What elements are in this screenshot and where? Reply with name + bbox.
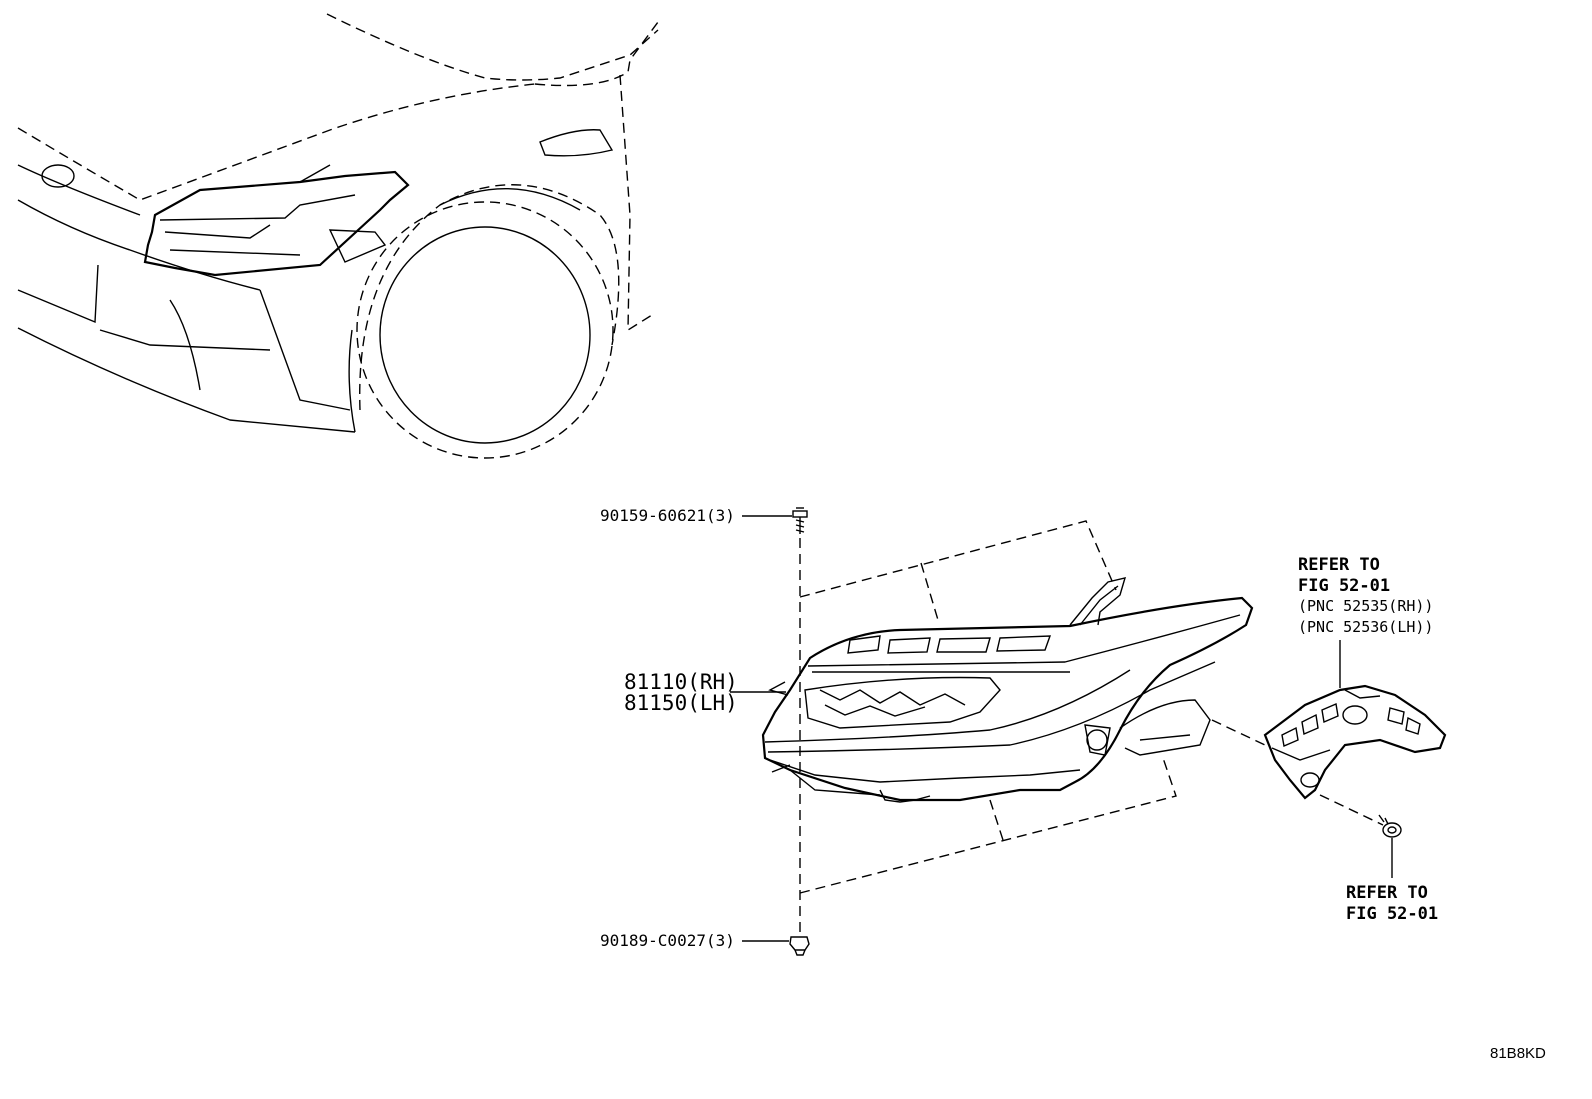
reference-bracket-line4: (PNC 52536(LH)) bbox=[1298, 618, 1433, 636]
part-number-headlamp-rh[interactable]: 81110(RH) bbox=[624, 670, 738, 694]
part-number-headlamp-lh[interactable]: 81150(LH) bbox=[624, 691, 738, 715]
assembly-line-bracket bbox=[1211, 719, 1266, 746]
assembly-line-screw bbox=[1319, 794, 1384, 826]
headlamp-mounting-bracket[interactable] bbox=[1263, 684, 1447, 800]
bracket-screw[interactable] bbox=[1378, 814, 1402, 838]
part-number-bolt[interactable]: 90159-60621(3) bbox=[600, 506, 735, 525]
clip-90189-c0027[interactable] bbox=[789, 936, 810, 956]
reference-screw-line1: REFER TO bbox=[1346, 883, 1428, 903]
vehicle-overview-illustration bbox=[17, 13, 659, 459]
reference-bracket-line1: REFER TO bbox=[1298, 555, 1380, 575]
reference-bracket-line3: (PNC 52535(RH)) bbox=[1298, 597, 1433, 615]
reference-bracket-line2: FIG 52-01 bbox=[1298, 576, 1390, 596]
figure-code: 81B8KD bbox=[1490, 1045, 1546, 1062]
headlamp-assembly[interactable] bbox=[761, 520, 1254, 894]
reference-screw-line2: FIG 52-01 bbox=[1346, 904, 1438, 924]
part-number-clip[interactable]: 90189-C0027(3) bbox=[600, 931, 735, 950]
bolt-90159-60621[interactable] bbox=[792, 507, 808, 534]
